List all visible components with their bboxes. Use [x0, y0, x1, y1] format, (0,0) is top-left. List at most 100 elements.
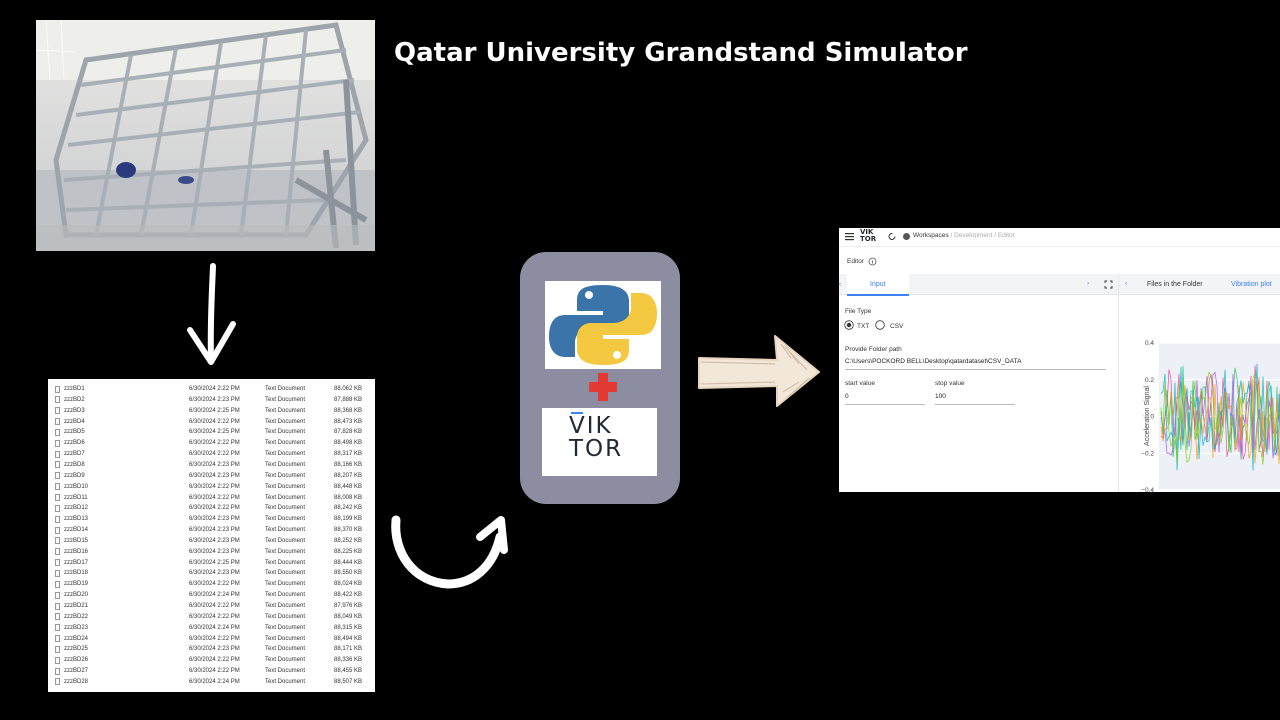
file-date: 6/30/2024 2:24 PM — [189, 678, 240, 685]
curved-arrow-icon — [391, 515, 508, 589]
file-date: 6/30/2024 2:23 PM — [189, 396, 240, 403]
file-size: 88,062 KB — [334, 386, 363, 392]
start-value-input[interactable]: 0 — [845, 393, 849, 400]
viktor-logo-line1: VIK — [569, 413, 613, 439]
file-type: Text Document — [265, 516, 306, 523]
breadcrumb-editor: Editor — [997, 232, 1015, 239]
text-file-icon — [55, 483, 60, 491]
app-logo-line1: VIK — [860, 228, 874, 236]
file-size: 88,444 KB — [334, 559, 363, 566]
file-size: 88,207 KB — [334, 472, 363, 479]
tab-input[interactable] — [847, 274, 909, 296]
chevron-left-icon[interactable]: ‹ — [1125, 280, 1128, 287]
file-name: zzzBD25 — [64, 646, 89, 653]
file-name: zzzBD14 — [64, 527, 89, 534]
folder-path-label: Provide Folder path — [845, 346, 902, 353]
file-size: 88,225 KB — [334, 548, 363, 555]
fullscreen-icon[interactable] — [1104, 280, 1113, 289]
file-size: 88,473 KB — [334, 418, 363, 425]
menu-icon[interactable] — [845, 232, 855, 241]
file-type: Text Document — [265, 581, 306, 588]
file-size: 88,008 KB — [334, 494, 363, 501]
chevron-right-icon[interactable]: › — [1087, 280, 1090, 287]
tab-vibration-plot[interactable]: Vibration plot — [1231, 281, 1272, 288]
text-file-icon — [55, 580, 60, 588]
workspace-icon — [903, 233, 910, 240]
file-date: 6/30/2024 2:22 PM — [189, 581, 240, 588]
text-file-icon — [55, 537, 60, 545]
file-size: 88,049 KB — [334, 613, 363, 620]
file-type: Text Document — [265, 483, 306, 490]
breadcrumb-development[interactable]: Development — [954, 232, 993, 239]
vibration-chart: 0.40.20−0.2−0.400.020Acceleration Signal — [1141, 340, 1280, 492]
y-axis-label: Acceleration Signal — [1144, 386, 1151, 446]
panel-divider — [1118, 274, 1119, 492]
file-name: zzzBD19 — [64, 581, 89, 588]
file-name: zzzBD4 — [64, 418, 85, 425]
file-size: 87,976 KB — [334, 603, 363, 609]
folder-path-input[interactable]: C:\Users\POCKORD BELL\Desktop\qatardatas… — [845, 358, 1022, 365]
file-size: 88,317 KB — [334, 451, 363, 458]
editor-label: Editor — [847, 258, 864, 265]
file-type: Text Document — [265, 418, 306, 425]
file-name: zzzBD3 — [64, 407, 85, 414]
text-file-icon — [55, 656, 60, 664]
file-date: 6/30/2024 2:22 PM — [189, 440, 240, 447]
radio-csv[interactable] — [875, 320, 886, 331]
file-date: 6/30/2024 2:25 PM — [189, 559, 240, 566]
file-name: zzzBD24 — [64, 635, 89, 642]
radio-txt[interactable] — [844, 320, 855, 331]
file-type: Text Document — [265, 603, 306, 609]
file-type: Text Document — [265, 527, 306, 534]
file-date: 6/30/2024 2:25 PM — [189, 407, 240, 414]
info-icon[interactable] — [868, 257, 877, 266]
app-logo[interactable]: VIK TOR — [860, 229, 876, 243]
chevron-left-icon[interactable]: ‹ — [839, 281, 842, 288]
stop-value-underline — [935, 404, 1015, 405]
text-file-icon — [55, 450, 60, 458]
file-date: 6/30/2024 2:22 PM — [189, 386, 240, 392]
file-size: 87,828 KB — [334, 429, 363, 436]
plus-icon — [589, 373, 617, 401]
file-name: zzzBD16 — [64, 548, 89, 555]
file-size: 88,166 KB — [334, 461, 363, 468]
text-file-icon — [55, 591, 60, 599]
refresh-icon[interactable] — [888, 232, 897, 241]
breadcrumb-workspaces[interactable]: Workspaces — [913, 232, 949, 239]
stop-value-input[interactable]: 100 — [935, 393, 946, 400]
tab-files-in-folder[interactable]: Files in the Folder — [1147, 281, 1203, 288]
file-name: zzzBD15 — [64, 537, 89, 544]
text-file-icon — [55, 635, 60, 643]
file-size: 88,252 KB — [334, 537, 363, 544]
file-type: Text Document — [265, 451, 306, 458]
y-tick-label: 0.4 — [1145, 340, 1154, 347]
